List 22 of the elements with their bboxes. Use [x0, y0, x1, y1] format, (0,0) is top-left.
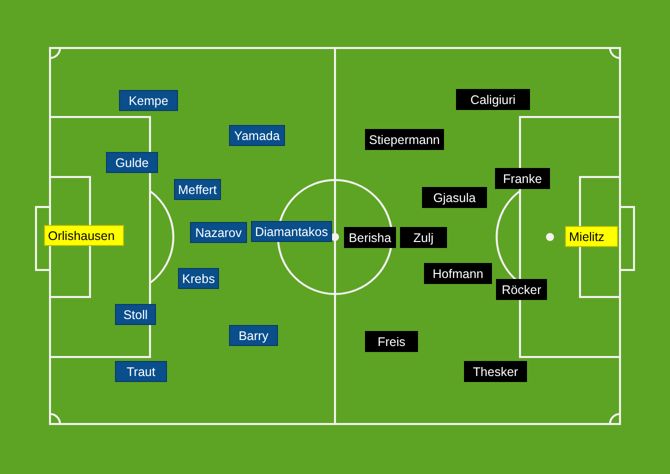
- player-name-label: Nazarov: [190, 222, 247, 243]
- player-name-label: Berisha: [344, 227, 396, 248]
- player-name-label: Zulj: [400, 227, 447, 248]
- player-name-label: Meffert: [174, 179, 221, 200]
- player-name-label: Krebs: [178, 268, 219, 289]
- player-name-label: Mielitz: [565, 226, 618, 247]
- player-name-label: Kempe: [119, 90, 178, 111]
- player-name-label: Gulde: [106, 152, 158, 173]
- player-name-label: Diamantakos: [251, 221, 332, 242]
- player-name-label: Thesker: [464, 361, 527, 382]
- player-name-label: Stiepermann: [365, 129, 444, 150]
- player-name-label: Barry: [229, 325, 278, 346]
- player-name-label: Yamada: [229, 125, 285, 146]
- player-name-label: Hofmann: [424, 263, 492, 284]
- player-name-label: Orlishausen: [44, 225, 124, 246]
- player-name-label: Gjasula: [422, 187, 487, 208]
- player-name-label: Röcker: [496, 279, 547, 300]
- player-name-label: Caligiuri: [456, 89, 530, 110]
- player-name-label: Stoll: [115, 304, 156, 325]
- player-name-label: Franke: [495, 168, 550, 189]
- player-name-label: Traut: [115, 361, 167, 382]
- player-name-label: Freis: [365, 331, 418, 352]
